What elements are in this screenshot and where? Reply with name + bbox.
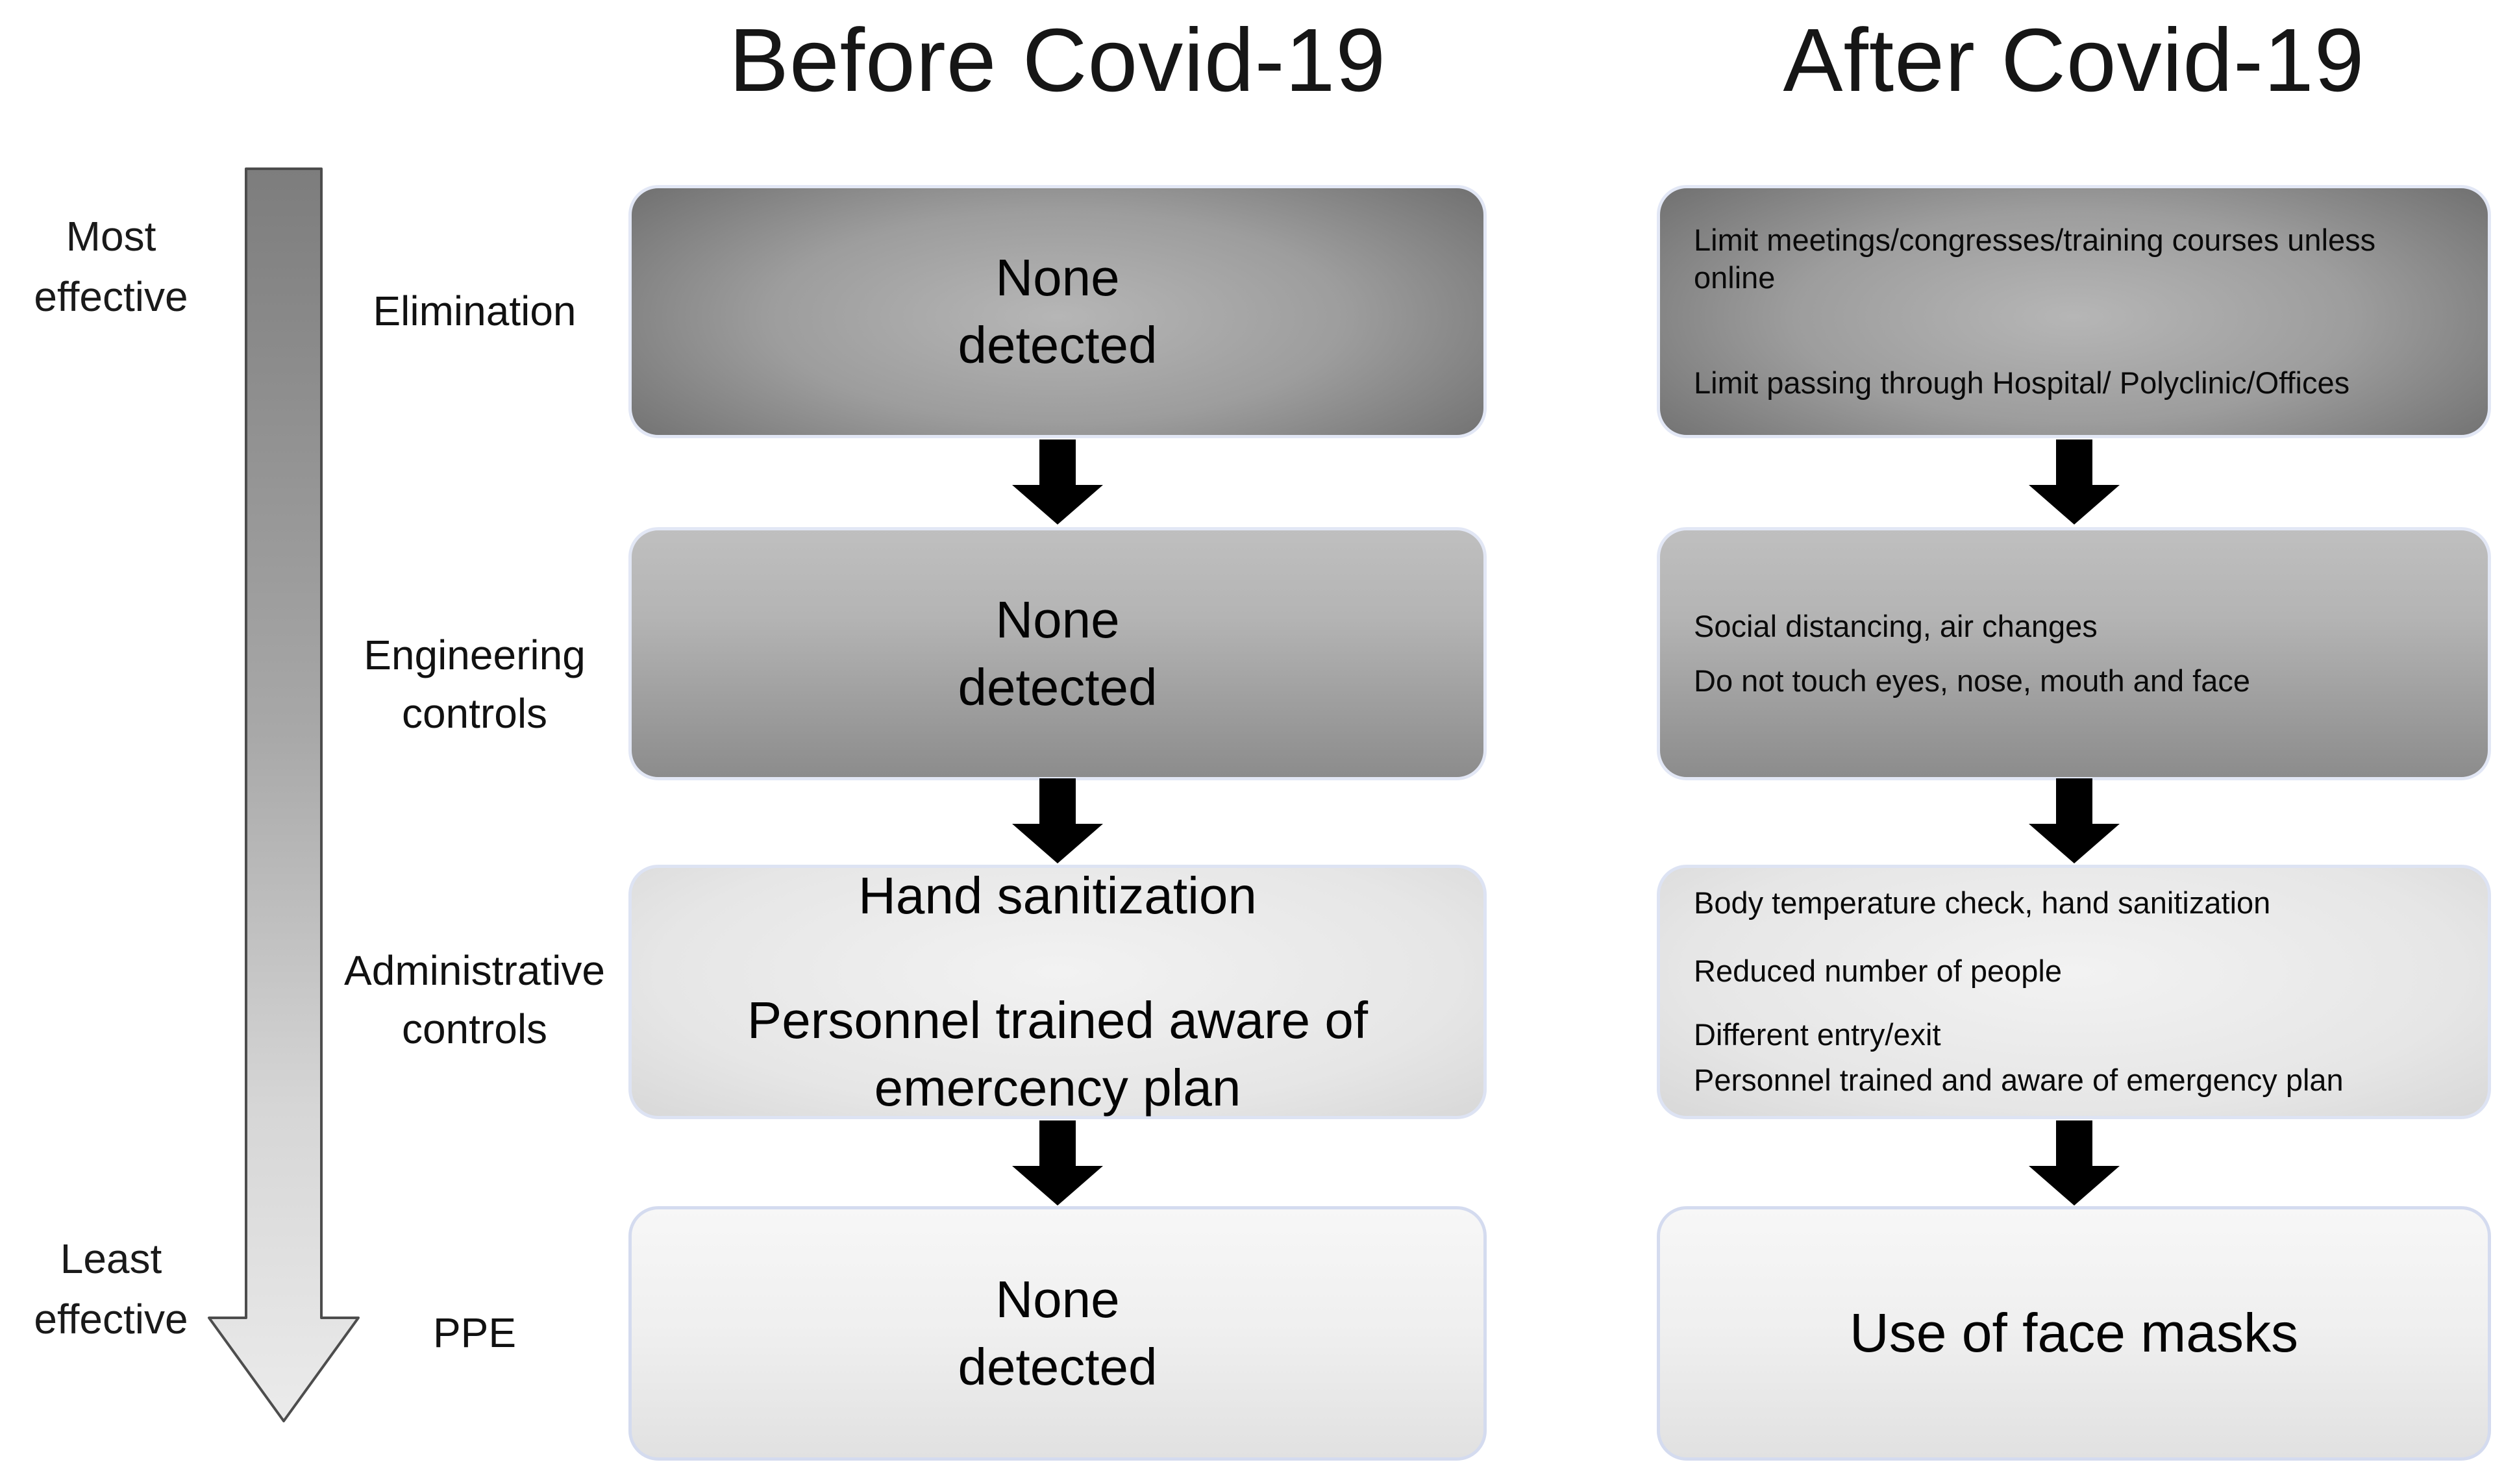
before-elimination-box: None detected: [628, 185, 1487, 438]
box-text: None detected: [632, 586, 1483, 721]
box-text-line: detected: [958, 1338, 1158, 1396]
down-arrow-icon: [2029, 778, 2120, 863]
box-text-line: Social distancing, air changes: [1694, 608, 2098, 643]
before-administrative-box: Hand sanitization Personnel trained awar…: [628, 865, 1487, 1119]
box-text-line: None: [995, 249, 1120, 306]
down-arrow-icon: [1012, 439, 1103, 525]
after-engineering-box: Social distancing, air changes Do not to…: [1657, 527, 2491, 780]
row-label-engineering-controls: Engineering controls: [364, 631, 586, 737]
box-text-line: Body temperature check, hand sanitizatio…: [1694, 885, 2271, 921]
box-text-line: None: [995, 1270, 1120, 1328]
before-column-title: Before Covid-19: [728, 10, 1387, 110]
down-arrow-icon: [1012, 778, 1103, 863]
box-text-line: None: [995, 591, 1120, 649]
down-arrow-icon: [1012, 1120, 1103, 1206]
box-text: Body temperature check, hand sanitizatio…: [1660, 884, 2488, 1099]
effectiveness-gradient-arrow-icon: [208, 167, 360, 1422]
row-label-elimination: Elimination: [373, 288, 576, 335]
box-text: Hand sanitization Personnel trained awar…: [632, 862, 1483, 1122]
box-text-line: Personnel trained and aware of emergency…: [1694, 1063, 2344, 1098]
row-label-ppe: PPE: [432, 1309, 517, 1357]
down-arrow-icon: [2029, 439, 2120, 525]
after-column-title: After Covid-19: [1783, 10, 2365, 110]
after-elimination-box: Limit meetings/congresses/training cours…: [1657, 185, 2491, 438]
before-ppe-box: None detected: [628, 1206, 1487, 1461]
box-text-line: Limit passing through Hospital/ Polyclin…: [1694, 365, 2350, 401]
box-text: Social distancing, air changes Do not to…: [1660, 608, 2488, 700]
box-text-line: detected: [958, 658, 1158, 716]
most-effective-label: Most effective: [34, 213, 188, 320]
after-ppe-box: Use of face masks: [1657, 1206, 2491, 1461]
box-text-line: Reduced number of people: [1694, 953, 2063, 988]
box-text-line: Hand sanitization: [858, 867, 1257, 924]
box-text: Limit meetings/congresses/training cours…: [1660, 221, 2488, 402]
down-arrow-icon: [2029, 1120, 2120, 1206]
box-text: None detected: [632, 1266, 1483, 1401]
box-text-line: Limit meetings/congresses/training cours…: [1694, 222, 2376, 295]
box-text-line: Personnel trained aware of emercency pla…: [747, 991, 1369, 1117]
before-engineering-box: None detected: [628, 527, 1487, 780]
least-effective-label: Least effective: [34, 1235, 188, 1342]
box-text-line: Do not touch eyes, nose, mouth and face: [1694, 663, 2250, 698]
box-text: None detected: [632, 244, 1483, 379]
box-text-line: Use of face masks: [1850, 1302, 2298, 1364]
box-text-line: detected: [958, 316, 1158, 374]
box-text: Use of face masks: [1660, 1298, 2488, 1368]
after-administrative-box: Body temperature check, hand sanitizatio…: [1657, 865, 2491, 1119]
box-text-line: Different entry/exit: [1694, 1017, 1941, 1052]
row-label-administrative-controls: Administrative controls: [344, 946, 605, 1052]
